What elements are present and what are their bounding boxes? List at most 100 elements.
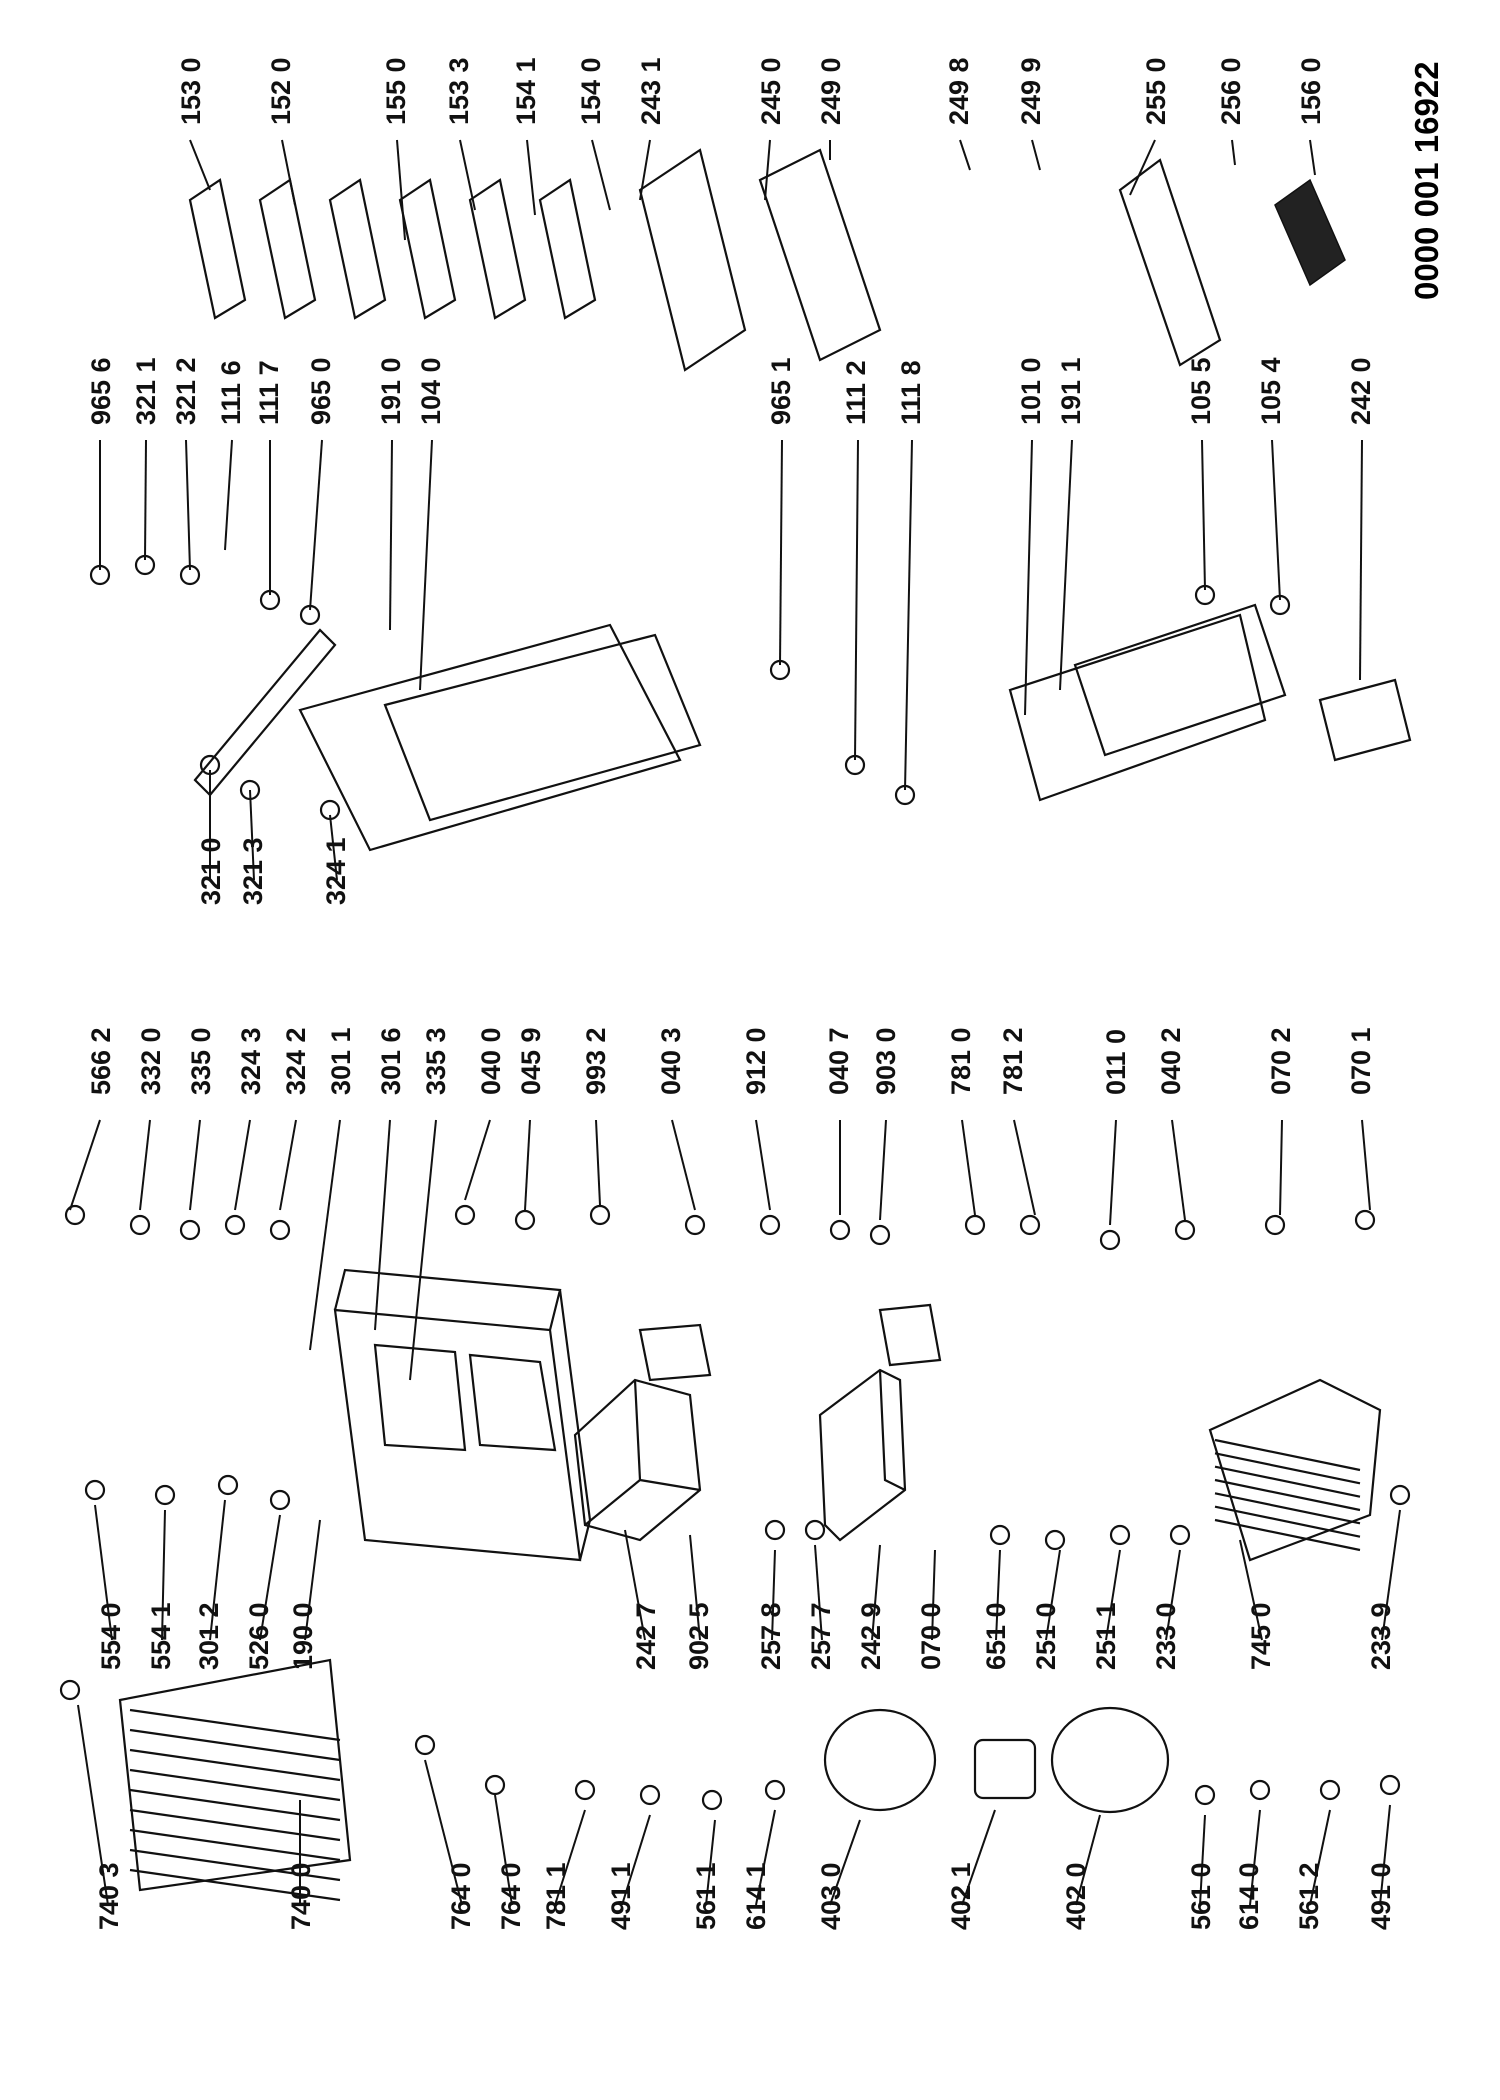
part-label: 321 2 <box>171 357 201 425</box>
leader-line <box>424 1759 463 1906</box>
leader-line <box>705 1819 716 1906</box>
part-label: 153 3 <box>444 57 474 125</box>
leader-line <box>94 1504 113 1641</box>
part-label: 614 1 <box>741 1862 771 1930</box>
part-label: 040 3 <box>656 1027 686 1095</box>
leader-line <box>526 139 536 216</box>
part-label: 745 0 <box>1246 1602 1276 1670</box>
part-label: 491 0 <box>1366 1862 1396 1930</box>
leader-line <box>1249 1809 1261 1906</box>
leader-line <box>396 139 406 241</box>
small-part-icon <box>764 1519 786 1541</box>
part-label: 321 3 <box>238 837 268 905</box>
hinge-bar-icon <box>193 628 337 797</box>
leader-line <box>249 789 255 881</box>
small-part-icon <box>639 1784 661 1806</box>
leader-line <box>689 1534 701 1641</box>
small-part-icon <box>129 1214 151 1236</box>
leader-line <box>1271 439 1281 601</box>
part-label: 614 0 <box>1234 1862 1264 1930</box>
part-label: 740 0 <box>286 1862 316 1930</box>
small-part-icon <box>454 1204 476 1226</box>
part-label: 249 9 <box>1016 57 1046 125</box>
small-part-icon <box>1174 1219 1196 1241</box>
part-label: 965 0 <box>306 357 336 425</box>
part-label: 321 1 <box>131 357 161 425</box>
leader-line <box>1239 1539 1263 1641</box>
leader-line <box>389 439 393 631</box>
part-label: 257 7 <box>806 1602 836 1670</box>
leader-line <box>374 1119 391 1331</box>
shelf-icon <box>1118 158 1222 367</box>
leader-line <box>879 1119 887 1221</box>
drawer-front-icon <box>638 1323 712 1382</box>
leader-line <box>494 1794 513 1906</box>
leader-line <box>814 1544 823 1641</box>
part-label: 256 0 <box>1216 57 1246 125</box>
part-label: 156 0 <box>1296 57 1326 125</box>
leader-line <box>279 1119 297 1211</box>
leader-line <box>871 1544 881 1641</box>
small-part-icon <box>964 1214 986 1236</box>
leader-line <box>595 1119 601 1206</box>
part-label: 104 0 <box>416 357 446 425</box>
leader-line <box>144 439 147 561</box>
small-part-icon <box>514 1209 536 1231</box>
leader-line <box>1013 1119 1036 1216</box>
part-label: 105 5 <box>1186 357 1216 425</box>
part-label: 154 0 <box>576 57 606 125</box>
part-label: 233 0 <box>1151 1602 1181 1670</box>
part-label: 249 0 <box>816 57 846 125</box>
part-label: 111 8 <box>896 360 926 425</box>
leader-line <box>309 439 323 611</box>
leader-line <box>771 1549 776 1641</box>
small-part-icon <box>829 1219 851 1241</box>
part-label: 561 0 <box>1186 1862 1216 1930</box>
bin-icon <box>468 178 527 320</box>
small-part-icon <box>1169 1524 1191 1546</box>
part-label: 301 6 <box>376 1027 406 1095</box>
door-panel <box>1008 613 1267 802</box>
leader-line <box>995 1549 1001 1641</box>
leader-line <box>464 1119 491 1201</box>
part-label: 233 9 <box>1366 1602 1396 1670</box>
egg-tray-icon <box>328 178 387 320</box>
part-label: 154 1 <box>511 57 541 125</box>
small-part-icon <box>1194 1784 1216 1806</box>
leader-line <box>1059 439 1073 691</box>
part-label: 040 7 <box>824 1027 854 1095</box>
part-label: 332 0 <box>136 1027 166 1095</box>
small-part-icon <box>414 1734 436 1756</box>
leader-line <box>624 1529 646 1641</box>
leader-line <box>764 139 771 201</box>
relay-box-icon <box>973 1738 1037 1800</box>
part-label: 781 2 <box>998 1027 1028 1095</box>
part-label: 566 2 <box>86 1027 116 1095</box>
leader-line <box>1379 1804 1391 1906</box>
leader-line <box>1231 139 1236 166</box>
part-label: 045 9 <box>516 1027 546 1095</box>
part-label: 781 0 <box>946 1027 976 1095</box>
part-label: 152 0 <box>266 57 296 125</box>
wire-basket-outline <box>1208 1378 1382 1562</box>
small-part-icon <box>484 1774 506 1796</box>
leader-line <box>779 439 783 666</box>
door-gasket <box>383 633 702 822</box>
part-label: 301 1 <box>326 1027 356 1095</box>
leader-line <box>1171 1119 1186 1221</box>
leader-line <box>1105 1549 1121 1641</box>
part-label: 242 9 <box>856 1602 886 1670</box>
part-label: 902 5 <box>684 1602 714 1670</box>
cabinet-compartments <box>373 1343 557 1452</box>
small-part-icon <box>64 1204 86 1226</box>
leader-line <box>189 139 211 191</box>
small-part-icon <box>1109 1524 1131 1546</box>
leader-line <box>829 1819 861 1906</box>
condenser-coils <box>129 1708 341 1902</box>
part-label: 903 0 <box>871 1027 901 1095</box>
door-gasket <box>1073 603 1287 757</box>
part-label: 249 8 <box>944 57 974 125</box>
part-label: 255 0 <box>1141 57 1171 125</box>
part-label: 070 2 <box>1266 1027 1296 1095</box>
